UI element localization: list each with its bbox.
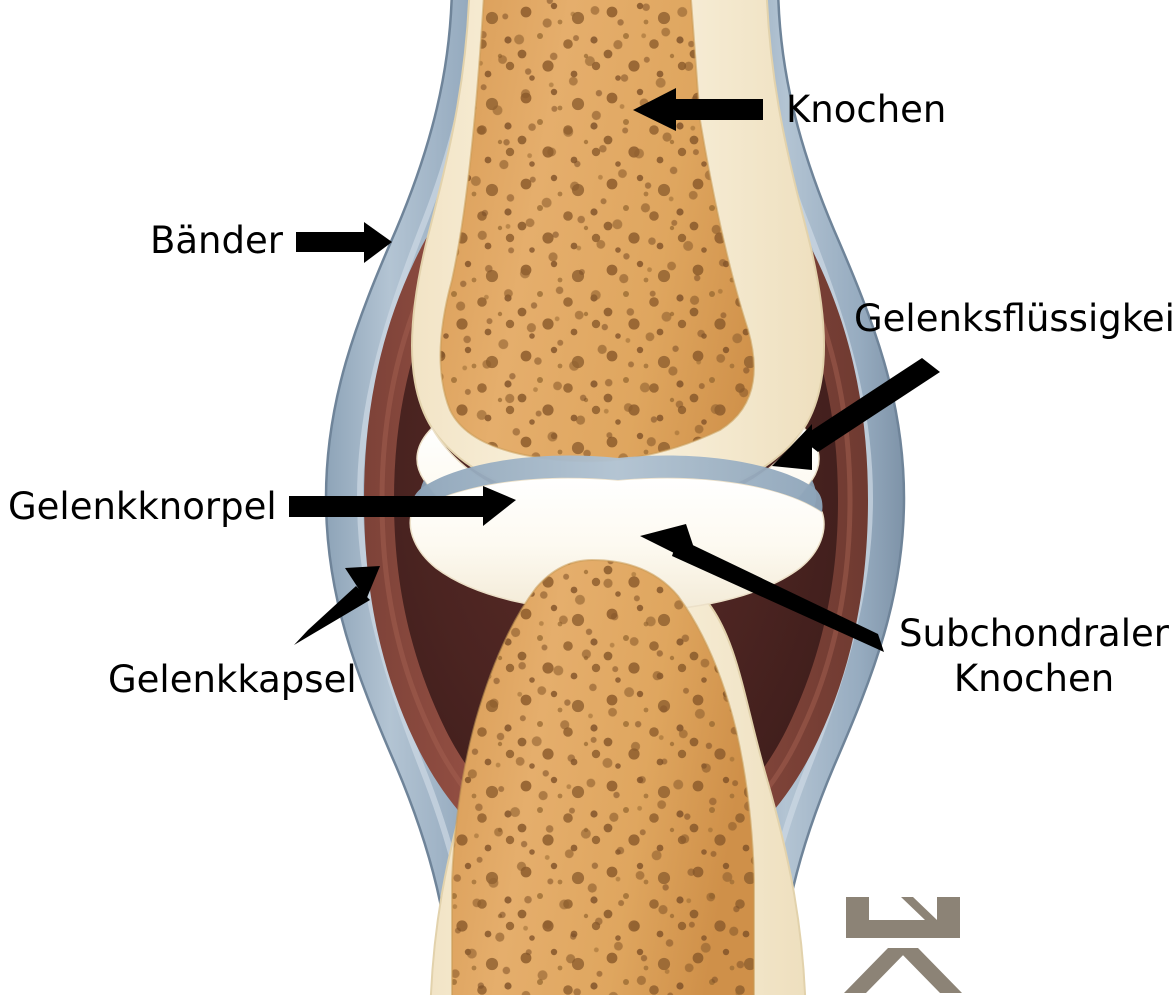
arrow-knochen: [633, 88, 763, 131]
label-gelenkkapsel: Gelenkkapsel: [108, 658, 357, 701]
corner-logo: [844, 897, 962, 993]
trabecular-outline-lower: [451, 558, 755, 995]
label-baender: Bänder: [150, 219, 283, 262]
label-gelenkknorpel: Gelenkknorpel: [8, 485, 277, 528]
arrow-gelenkknorpel: [289, 486, 516, 526]
arrow-subchondraler-knochen: [640, 524, 884, 652]
label-subchondraler-knochen-line2: Knochen: [953, 657, 1115, 701]
label-knochen: Knochen: [786, 88, 947, 131]
arrow-gelenkkapsel: [294, 566, 380, 645]
arrow-gelenksfluessigkeit: [772, 358, 940, 470]
subchondral-plate-lower: [411, 455, 823, 512]
label-subchondraler-knochen: Subchondraler Knochen: [898, 611, 1170, 701]
annotation-arrows: [289, 88, 940, 652]
label-gelenksfluessigkeit: Gelenksflüssigkeit: [854, 297, 1174, 340]
bone-lower: [409, 455, 825, 995]
arrow-baender: [296, 222, 392, 263]
articular-cartilage-lower: [409, 477, 825, 613]
label-subchondraler-knochen-line1: Subchondraler: [899, 612, 1169, 655]
